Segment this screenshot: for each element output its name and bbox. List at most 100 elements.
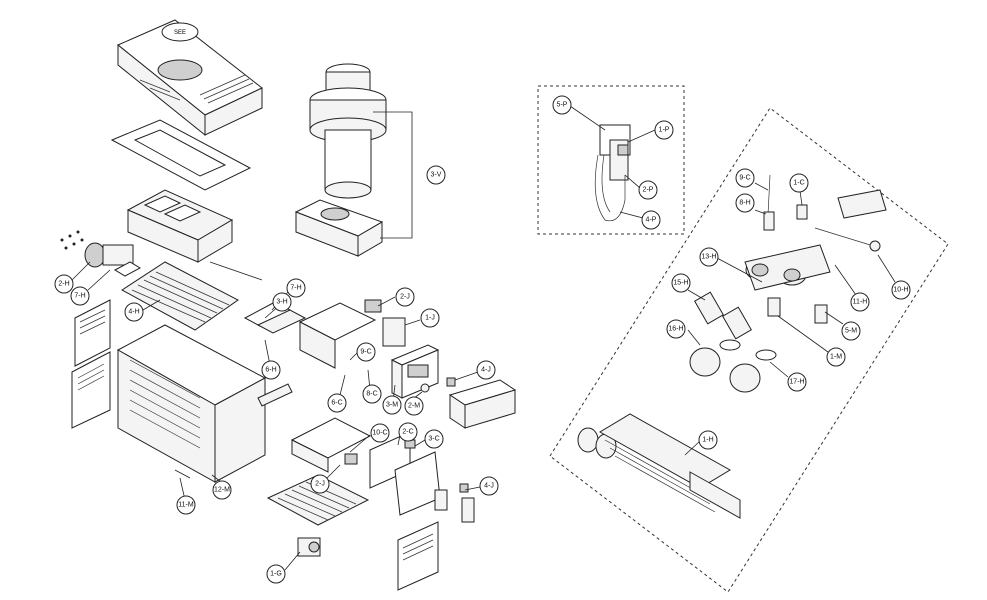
callout-12-M: 12-M [212,480,232,500]
callout-text: 2-C [402,429,413,436]
callout-10-H: 10-H [891,280,911,300]
callout-1-G: 1-G [266,564,286,584]
callout-text: 3-V [431,172,442,179]
top-lid: SEE [117,19,263,137]
control-cover [394,451,475,523]
callout-text: 4-P [646,217,657,224]
callout-1-P: 1-P [654,120,674,140]
callout-text: 17-H [789,379,804,386]
callout-text: 11-H [853,299,868,306]
callout-text: 1-J [425,315,435,322]
heat-exchanger-right [577,413,741,519]
control-bracket-lower [290,417,372,473]
callout-2-C: 2-C [398,422,418,442]
heat-exchanger-left [121,261,263,331]
callout-11-H: 11-H [850,292,870,312]
main-cabinet [116,324,267,483]
callout-8-C: 8-C [362,384,382,404]
callout-15-H: 15-H [671,273,691,293]
callout-1-C: 1-C [789,173,809,193]
callout-text: 11-M [178,502,194,509]
callout-text: 4-H [128,309,139,316]
header-left [60,230,142,277]
callout-text: 3-M [386,402,398,409]
callout-text: 1-H [702,437,713,444]
lid-label: SEE [174,30,186,36]
pilot-assembly [594,124,631,222]
bypass-valve [814,189,887,252]
callout-11-M: 11-M [176,495,196,515]
unions [689,291,828,393]
junction-box-top [446,377,517,429]
callout-1-M: 1-M [826,347,846,367]
callout-7-H-right: 7-H [286,278,306,298]
control-bracket-upper [298,299,406,369]
callout-text: 4-J [484,483,494,490]
callout-17-H: 17-H [787,372,807,392]
callout-text: 6-C [331,400,342,407]
callout-9-C-right: 9-C [735,168,755,188]
callout-4-P: 4-P [641,210,661,230]
callout-text: 2-H [58,281,69,288]
callout-text: 15-H [673,280,688,287]
callout-8-H: 8-H [735,193,755,213]
callout-text: 3-C [428,436,439,443]
callout-text: 12-M [214,487,230,494]
side-panel-lower [71,351,111,429]
callout-text: 1-C [793,180,804,187]
front-door [397,521,439,591]
callout-text: 9-C [360,349,371,356]
callout-text: 10-H [893,287,908,294]
header-assembly-box [549,107,949,593]
callout-1-J: 1-J [420,308,440,328]
callout-13-H: 13-H [699,247,719,267]
callout-16-H: 16-H [666,319,686,339]
callout-2-P: 2-P [638,180,658,200]
callout-9-C: 9-C [356,342,376,362]
callout-text: 13-H [701,254,716,261]
callout-text: 5-M [845,328,857,335]
vent-assembly [294,63,413,257]
callout-text: 2-J [400,294,410,301]
callout-1-H: 1-H [698,430,718,450]
callout-text: 9-C [739,175,750,182]
callout-4-J-top: 4-J [476,360,496,380]
callout-text: 16-H [668,326,683,333]
callout-7-H-left: 7-H [70,286,90,306]
callout-text: 4-J [481,367,491,374]
side-panel-upper [74,299,111,367]
callout-labels: 2-H 7-H 4-H 7-H 3-H 6-H 2-J 1-J 9-C 6-C … [54,95,911,584]
callout-text: 2-P [643,187,654,194]
callout-3-C: 3-C [424,429,444,449]
callout-text: 2-M [408,403,420,410]
top-gasket-plate [110,119,252,191]
callout-2-M: 2-M [404,396,424,416]
callout-text: 10-C [372,430,387,437]
callout-text: 3-H [276,299,287,306]
callout-10-C: 10-C [370,423,390,443]
gas-valve [297,537,321,557]
callout-text: 1-G [270,571,282,578]
pilot-assembly-box [537,85,685,235]
callout-text: 6-H [265,367,276,374]
callout-text: 8-C [366,391,377,398]
callout-text: 7-H [290,285,301,292]
callout-text: 1-M [830,354,842,361]
callout-4-J-lower: 4-J [479,476,499,496]
callout-text: 1-P [659,127,670,134]
header-manifold [744,244,831,291]
flue-collector [126,189,234,263]
callout-text: 5-P [557,102,568,109]
callout-2-J-lower: 2-J [310,474,330,494]
callout-text: 7-H [74,293,85,300]
callout-6-C: 6-C [327,393,347,413]
callout-3-H: 3-H [272,292,292,312]
callout-6-H: 6-H [261,360,281,380]
callout-3-M: 3-M [382,395,402,415]
callout-5-P: 5-P [552,95,572,115]
burner-tray [266,474,370,526]
bracket-bar [257,383,293,407]
callout-4-H: 4-H [124,302,144,322]
callout-text: 2-J [315,481,325,488]
